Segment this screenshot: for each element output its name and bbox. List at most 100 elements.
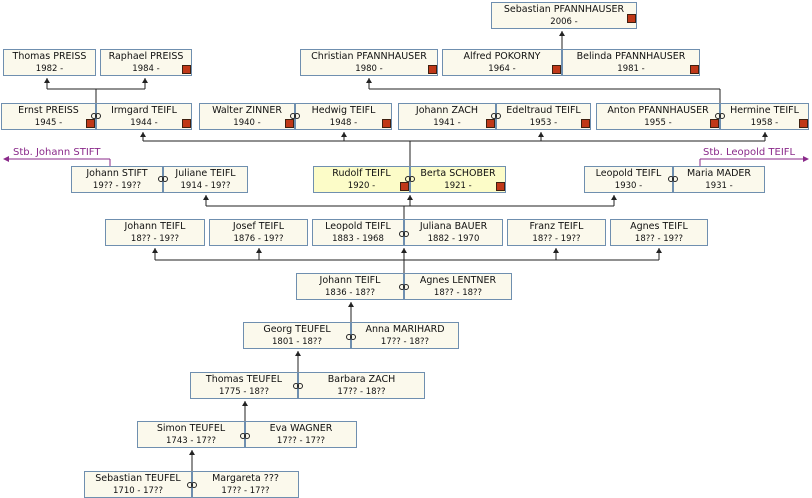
person-eva-wagner[interactable]: Eva WAGNER 17?? - 17??	[245, 421, 357, 448]
person-name: Sebastian TEUFEL	[95, 473, 181, 484]
stammbaum-link-johann-stift[interactable]: Stb. Johann STIFT	[13, 147, 101, 158]
person-name: Margareta ???	[212, 473, 279, 484]
connector-arrow	[189, 450, 195, 455]
person-dates: 1883 - 1968	[332, 234, 384, 244]
person-dates: 1836 - 18??	[325, 288, 375, 298]
person-name: Juliane TEIFL	[175, 168, 236, 179]
person-dates: 1882 - 1970	[427, 234, 480, 244]
person-maria-mader[interactable]: Maria MADER 1931 -	[673, 166, 765, 193]
person-juliane-teifl[interactable]: Juliane TEIFL 1914 - 19??	[163, 166, 248, 193]
tree-marker-icon[interactable]	[382, 119, 391, 128]
person-sebastian-pfannhauser[interactable]: Sebastian PFANNHAUSER 2006 -	[491, 2, 637, 29]
person-raphael-preiss[interactable]: Raphael PREISS 1984 -	[100, 49, 192, 76]
person-georg-teufel[interactable]: Georg TEUFEL 1801 - 18??	[243, 322, 351, 349]
marriage-rings-icon	[91, 113, 102, 119]
person-dates: 1801 - 18??	[272, 337, 322, 347]
person-dates: 1743 - 17??	[166, 436, 216, 446]
connector-arrow	[538, 132, 544, 137]
tree-marker-icon[interactable]	[428, 65, 437, 74]
connector-arrow	[142, 78, 148, 83]
person-simon-teufel[interactable]: Simon TEUFEL 1743 - 17??	[137, 421, 245, 448]
person-name: Berta SCHOBER	[420, 168, 496, 179]
marriage-rings-icon	[715, 113, 726, 119]
person-name: Thomas PREISS	[12, 51, 87, 62]
person-dates: 1948 -	[329, 118, 358, 128]
connector-arrow	[44, 78, 50, 83]
person-ernst-preiss[interactable]: Ernst PREISS 1945 -	[1, 103, 96, 130]
person-johann-zach[interactable]: Johann ZACH 1941 -	[398, 103, 496, 130]
person-johann-teifl-18xx[interactable]: Johann TEIFL 18?? - 19??	[105, 219, 205, 246]
person-thomas-preiss[interactable]: Thomas PREISS 1982 -	[3, 49, 96, 76]
person-johann-stift[interactable]: Johann STIFT 19?? - 19??	[71, 166, 163, 193]
tree-marker-icon[interactable]	[710, 119, 719, 128]
tree-marker-icon[interactable]	[581, 119, 590, 128]
person-agnes-lentner[interactable]: Agnes LENTNER 18?? - 18??	[404, 273, 512, 300]
person-anna-marihard[interactable]: Anna MARIHARD 17?? - 18??	[351, 322, 459, 349]
person-alfred-pokorny[interactable]: Alfred POKORNY 1964 -	[442, 49, 562, 76]
person-name: Johann ZACH	[415, 105, 479, 116]
person-hedwig-teifl[interactable]: Hedwig TEIFL 1948 -	[295, 103, 392, 130]
person-barbara-zach[interactable]: Barbara ZACH 17?? - 18??	[298, 372, 425, 399]
connector-arrow	[559, 31, 565, 36]
tree-marker-icon[interactable]	[182, 119, 191, 128]
tree-marker-icon[interactable]	[486, 119, 495, 128]
person-dates: 1775 - 18??	[219, 387, 269, 397]
person-dates: 1941 -	[433, 118, 461, 128]
person-name: Anna MARIHARD	[365, 324, 445, 335]
person-walter-zinner[interactable]: Walter ZINNER 1940 -	[199, 103, 295, 130]
tree-marker-icon[interactable]	[285, 119, 294, 128]
person-leopold-teifl-1930[interactable]: Leopold TEIFL 1930 -	[584, 166, 673, 193]
person-dates: 1940 -	[233, 118, 261, 128]
person-juliana-bauer[interactable]: Juliana BAUER 1882 - 1970	[404, 219, 503, 246]
marriage-rings-icon	[346, 334, 357, 340]
person-edeltraud-teifl[interactable]: Edeltraud TEIFL 1953 -	[496, 103, 591, 130]
person-irmgard-teifl[interactable]: Irmgard TEIFL 1944 -	[96, 103, 192, 130]
person-dates: 18?? - 18??	[433, 288, 483, 298]
person-christian-pfannhauser[interactable]: Christian PFANNHAUSER 1980 -	[300, 49, 438, 76]
person-leopold-teifl-1883[interactable]: Leopold TEIFL 1883 - 1968	[312, 219, 404, 246]
person-anton-pfannhauser[interactable]: Anton PFANNHAUSER 1955 -	[596, 103, 720, 130]
marriage-rings-icon	[399, 231, 410, 237]
person-dates: 1710 - 17??	[113, 486, 163, 496]
person-franz-teifl[interactable]: Franz TEIFL 18?? - 19??	[507, 219, 606, 246]
person-name: Johann TEIFL	[319, 275, 381, 286]
connector-arrow	[803, 156, 809, 162]
person-berta-schober[interactable]: Berta SCHOBER 1921 -	[410, 166, 506, 193]
person-name: Sebastian PFANNHAUSER	[503, 4, 625, 15]
marriage-rings-icon	[668, 176, 679, 182]
person-rudolf-teifl[interactable]: Rudolf TEIFL 1920 -	[313, 166, 410, 193]
stammbaum-link-leopold-teifl[interactable]: Stb. Leopold TEIFL	[703, 147, 796, 158]
tree-marker-icon[interactable]	[182, 65, 191, 74]
person-johann-teifl-1836[interactable]: Johann TEIFL 1836 - 18??	[296, 273, 404, 300]
person-name: Agnes TEIFL	[630, 221, 688, 232]
tree-marker-icon[interactable]	[400, 182, 409, 191]
person-name: Johann TEIFL	[124, 221, 186, 232]
tree-marker-icon[interactable]	[799, 119, 808, 128]
person-agnes-teifl[interactable]: Agnes TEIFL 18?? - 19??	[610, 219, 708, 246]
tree-marker-icon[interactable]	[690, 65, 699, 74]
connector-arrow	[762, 132, 768, 137]
person-name: Thomas TEUFEL	[205, 374, 283, 385]
person-dates: 1955 -	[644, 118, 672, 128]
person-dates: 1921 -	[444, 181, 472, 191]
tree-marker-icon[interactable]	[627, 14, 636, 23]
marriage-rings-icon	[293, 383, 304, 389]
person-josef-teifl[interactable]: Josef TEIFL 1876 - 19??	[209, 219, 308, 246]
person-dates: 1920 -	[347, 181, 376, 191]
person-hermine-teifl[interactable]: Hermine TEIFL 1958 -	[720, 103, 809, 130]
connector-arrow	[553, 248, 559, 253]
person-margareta[interactable]: Margareta ??? 17?? - 17??	[192, 471, 299, 498]
person-belinda-pfannhauser[interactable]: Belinda PFANNHAUSER 1981 -	[562, 49, 700, 76]
connector-arrow	[140, 132, 146, 137]
connector-arrow	[407, 195, 413, 200]
person-thomas-teufel[interactable]: Thomas TEUFEL 1775 - 18??	[190, 372, 298, 399]
connector-arrow	[203, 195, 209, 200]
tree-marker-icon[interactable]	[86, 119, 95, 128]
tree-marker-icon[interactable]	[552, 65, 561, 74]
tree-marker-icon[interactable]	[496, 182, 505, 191]
connector-arrow	[256, 248, 262, 253]
connector-arrow	[341, 132, 347, 137]
person-dates: 17?? - 18??	[337, 387, 386, 397]
person-sebastian-teufel[interactable]: Sebastian TEUFEL 1710 - 17??	[84, 471, 192, 498]
person-name: Leopold TEIFL	[595, 168, 662, 179]
